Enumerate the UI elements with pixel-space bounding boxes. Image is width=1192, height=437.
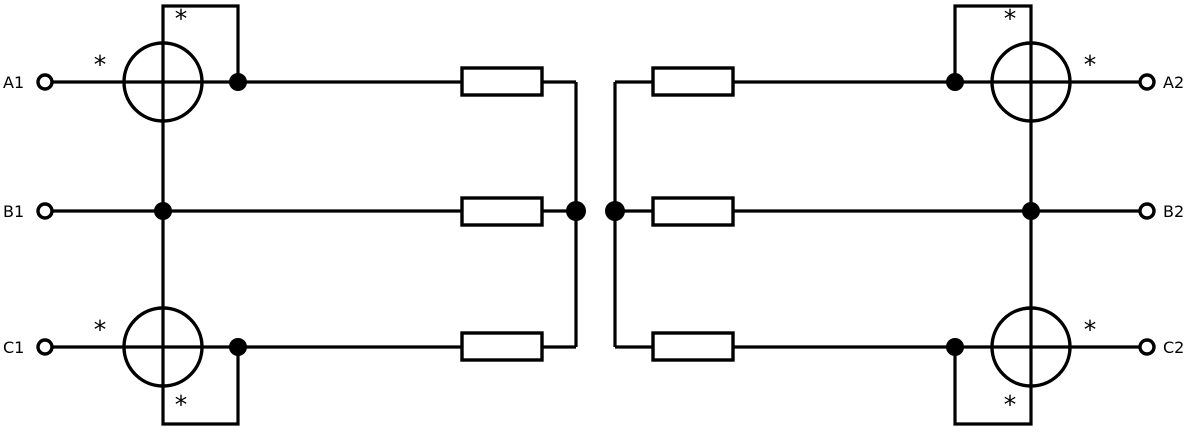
- junction-dot-c2-tap: [946, 338, 964, 356]
- polarity-star-c1-line: *: [94, 315, 107, 344]
- left-section: A1 B1 C1 * * * *: [3, 4, 586, 426]
- terminal-a2[interactable]: [1138, 73, 1156, 91]
- terminal-c2[interactable]: [1138, 338, 1156, 356]
- polarity-star-c2-line: *: [1084, 315, 1097, 344]
- polarity-star-a2-line: *: [1084, 50, 1097, 79]
- right-section: A2 B2 C2 * * * *: [605, 4, 1184, 426]
- junction-dot-a2-tap: [946, 73, 964, 91]
- resistor-right-c[interactable]: [651, 331, 735, 362]
- resistor-right-b[interactable]: [651, 196, 735, 227]
- terminal-label-a1: A1: [3, 73, 24, 92]
- terminal-b2[interactable]: [1138, 202, 1156, 220]
- junction-dot-a1-tap: [229, 73, 247, 91]
- terminal-a1[interactable]: [36, 73, 54, 91]
- junction-dot-b2-tap: [1022, 202, 1040, 220]
- junction-dot-b1-tap: [154, 202, 172, 220]
- terminal-label-a2: A2: [1163, 73, 1184, 92]
- polarity-star-a1-loop: *: [175, 4, 188, 33]
- resistor-left-a[interactable]: [460, 66, 544, 97]
- resistor-left-c[interactable]: [460, 331, 544, 362]
- polarity-star-c1-loop: *: [175, 390, 188, 419]
- terminal-c1[interactable]: [36, 338, 54, 356]
- junction-dot-left-bus: [566, 201, 586, 221]
- polarity-star-a1-line: *: [94, 50, 107, 79]
- polarity-star-a2-loop: *: [1004, 4, 1017, 33]
- resistor-right-a[interactable]: [651, 66, 735, 97]
- terminal-label-b1: B1: [3, 202, 24, 221]
- terminal-label-c2: C2: [1163, 338, 1184, 357]
- terminal-label-b2: B2: [1163, 202, 1184, 221]
- junction-dot-c1-tap: [229, 338, 247, 356]
- terminal-b1[interactable]: [36, 202, 54, 220]
- resistor-left-b[interactable]: [460, 196, 544, 227]
- junction-dot-right-bus: [605, 201, 625, 221]
- polarity-star-c2-loop: *: [1004, 390, 1017, 419]
- terminal-label-c1: C1: [3, 338, 24, 357]
